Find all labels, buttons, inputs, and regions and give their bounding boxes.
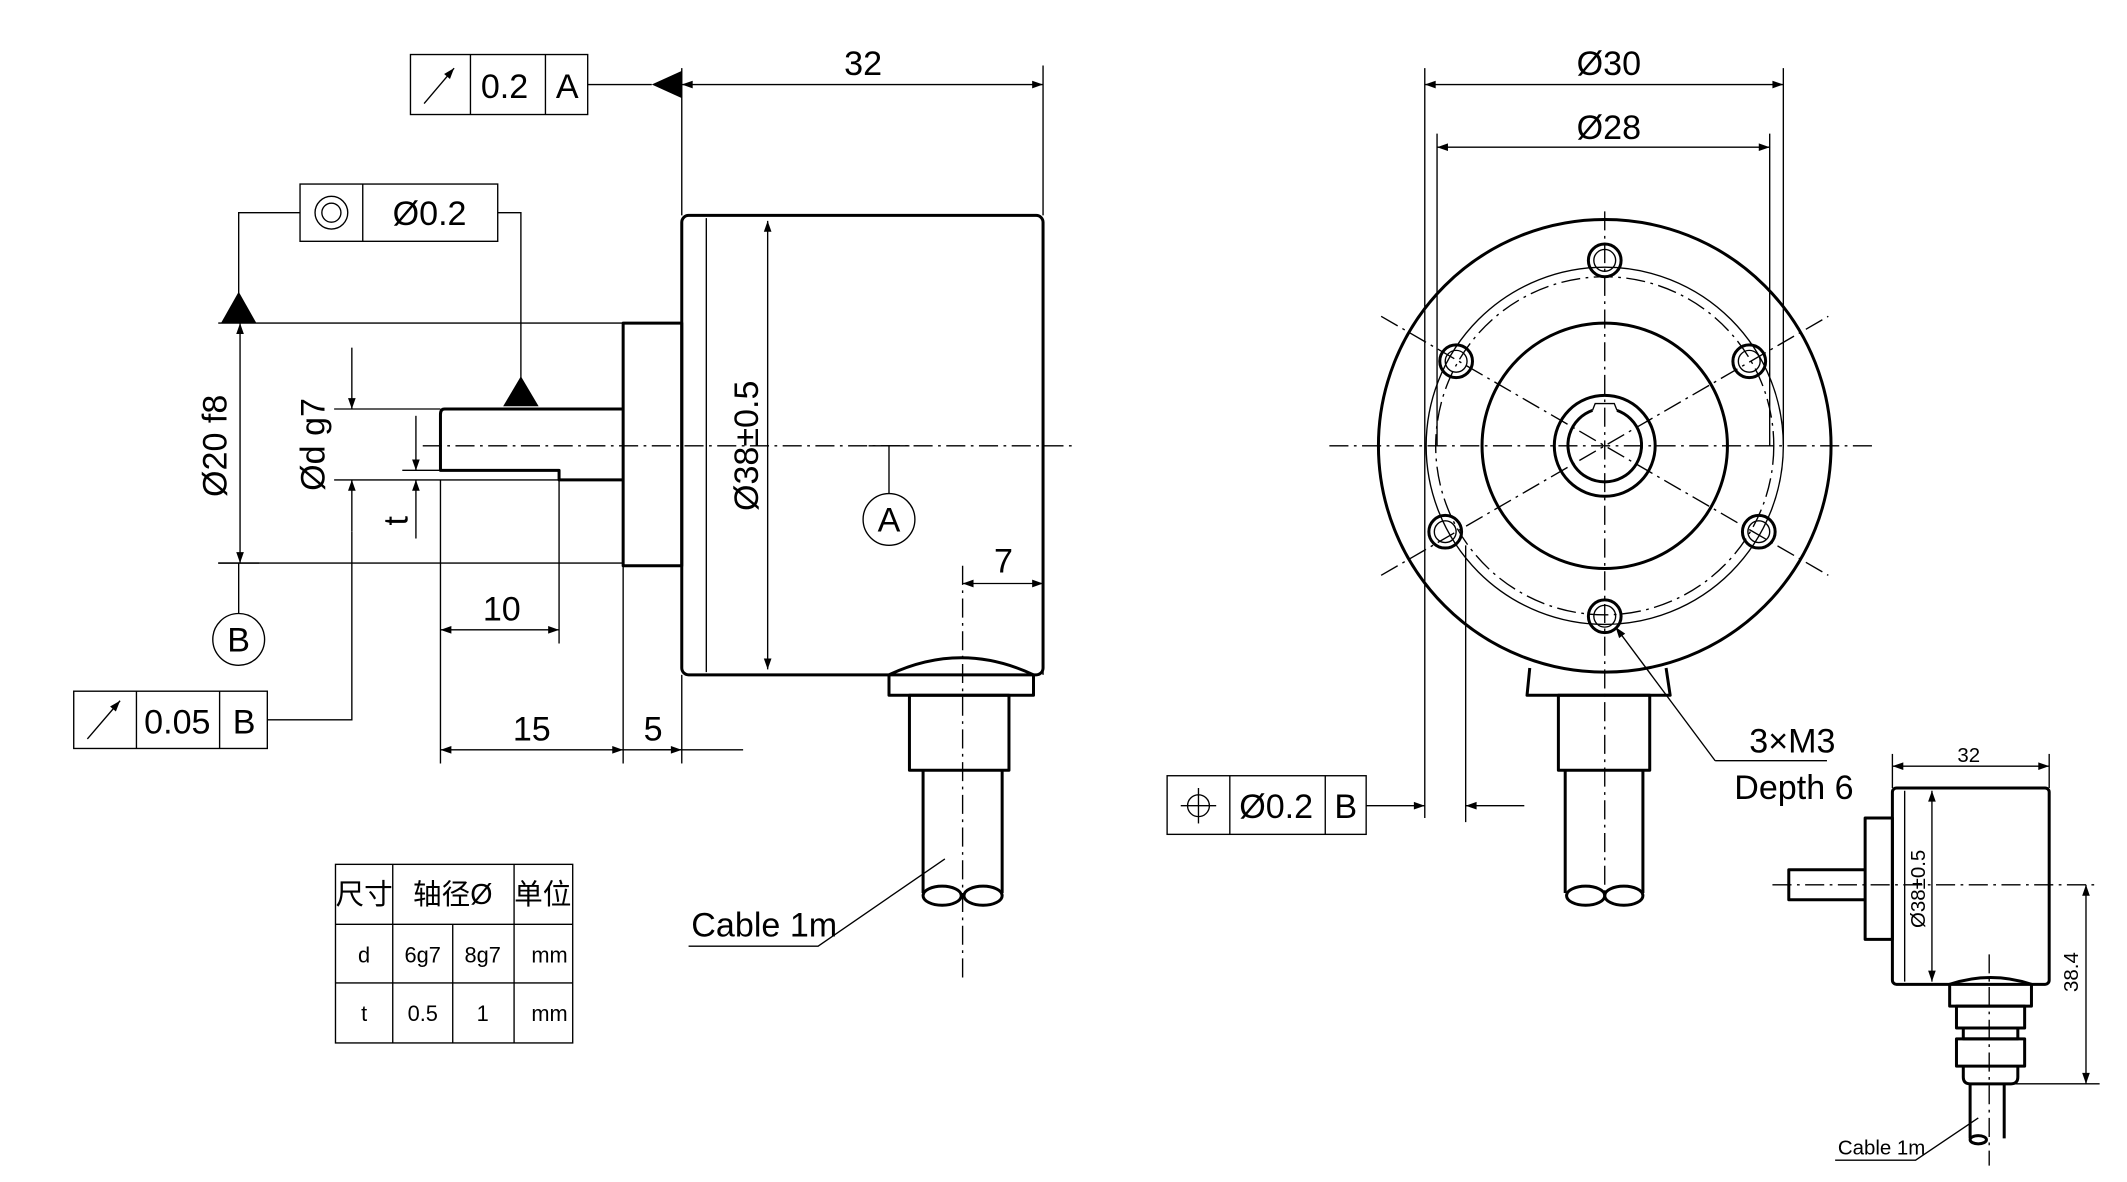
cable-gland (907, 693, 1011, 772)
dim-pcd-dia: Ø28 (1577, 109, 1641, 147)
dim-shaft-dia: Ød g7 (295, 398, 333, 491)
svg-text:mm: mm (531, 943, 567, 968)
fcf-position: Ø0.2 B (1166, 775, 1367, 836)
small-dim-height: 38.4 (2060, 952, 2083, 992)
flange (621, 321, 684, 568)
datum-b: B (227, 622, 250, 660)
small-dim-body-dia: Ø38±0.5 (1907, 850, 1930, 928)
runout-arrow-icon (423, 67, 455, 105)
svg-text:Ø0.2: Ø0.2 (393, 195, 467, 233)
dim-5: 5 (644, 710, 663, 748)
svg-text:Ø0.2: Ø0.2 (1239, 788, 1313, 826)
svg-text:B: B (1334, 788, 1357, 826)
svg-text:A: A (556, 68, 579, 106)
svg-text:mm: mm (531, 1001, 567, 1026)
svg-text:B: B (233, 703, 256, 741)
shaft-table: 尺寸 轴径Ø 单位 d 6g7 8g7 mm t 0.5 1 mm (334, 863, 574, 1044)
small-dim-length: 32 (1957, 744, 1980, 767)
dim-15: 15 (513, 710, 551, 748)
cable-gland-dome (887, 656, 1036, 697)
svg-text:单位: 单位 (514, 879, 571, 911)
svg-text:0.05: 0.05 (144, 703, 210, 741)
holes-label: 3×M3 (1749, 723, 1835, 761)
dim-7: 7 (994, 543, 1013, 581)
side-view: Ø30 Ø28 Ø0.2 B 3×M3 Depth 6 (1166, 45, 1875, 907)
svg-text:8g7: 8g7 (465, 943, 501, 968)
dim-length: 32 (844, 45, 882, 83)
datum-a: A (878, 502, 901, 540)
fcf-concentricity: Ø0.2 (220, 183, 539, 407)
dim-flat-depth: t (378, 516, 416, 526)
dim-outer-dia: Ø30 (1577, 45, 1641, 83)
svg-text:0.2: 0.2 (481, 68, 528, 106)
concentricity-icon (314, 195, 349, 230)
shaft (438, 407, 624, 482)
svg-text:1: 1 (477, 1001, 489, 1026)
fcf-runout-b: 0.05 B (73, 531, 353, 750)
mounting-holes (1427, 242, 1777, 635)
fcf-runout-a: 0.2 A (409, 53, 682, 116)
svg-text:6g7: 6g7 (405, 943, 441, 968)
runout-arrow-icon (86, 700, 121, 740)
hole-depth-label: Depth 6 (1734, 769, 1853, 807)
dim-10: 10 (483, 590, 521, 628)
svg-text:尺寸: 尺寸 (336, 879, 393, 911)
cable (921, 770, 1004, 893)
cable-label: Cable 1m (691, 907, 837, 945)
small-cable-label: Cable 1m (1838, 1137, 1925, 1160)
front-view: 32 Ø38±0.5 Ø20 f8 Ød g7 t 10 15 5 7 (73, 45, 1078, 982)
dim-body-dia: Ø38±0.5 (728, 381, 766, 512)
svg-text:0.5: 0.5 (408, 1001, 438, 1026)
svg-text:t: t (361, 1001, 367, 1026)
small-view: 32 Ø38±0.5 38.4 Cable 1m (1772, 744, 2100, 1166)
svg-text:d: d (358, 943, 370, 968)
dim-flange-dia: Ø20 f8 (196, 395, 234, 497)
svg-text:轴径Ø: 轴径Ø (413, 879, 492, 911)
